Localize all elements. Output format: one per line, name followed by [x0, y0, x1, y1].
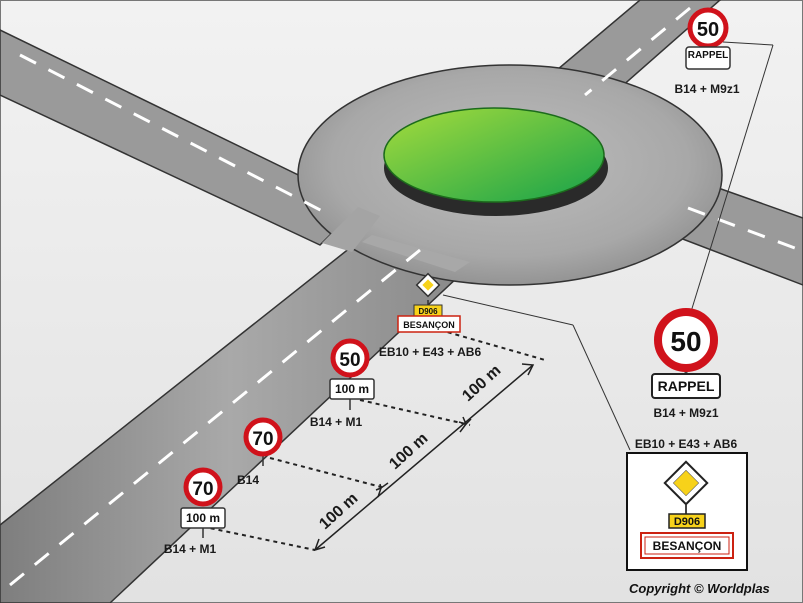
lane-markings: [9, 6, 801, 587]
sign-code-label: B14 + M9z1: [653, 406, 718, 420]
sign-code-label: B14 + M1: [164, 542, 217, 556]
speed-limit-icon: [330, 338, 370, 378]
enlarged-city-sign: EB10 + E43 + AB6 D906 BESANÇON: [626, 437, 748, 571]
road-upper-left: [0, 29, 362, 246]
sign-code-label: EB10 + E43 + AB6: [379, 345, 482, 359]
speed-limit-icon: [183, 467, 223, 507]
svg-text:70: 70: [252, 429, 273, 450]
svg-text:50: 50: [670, 326, 701, 357]
speed-50-sign: 50 100 m B14 + M1: [310, 338, 375, 429]
sign-code-label: B14: [237, 473, 259, 487]
copyright-text: Copyright © Worldplas: [629, 581, 770, 596]
svg-text:100 m: 100 m: [335, 382, 369, 396]
speed-70-sign: 70 B14: [237, 417, 283, 487]
town-name-plate: [397, 315, 461, 333]
speed-limit-icon: [243, 417, 283, 457]
svg-text:RAPPEL: RAPPEL: [688, 50, 729, 61]
svg-text:RAPPEL: RAPPEL: [658, 378, 715, 394]
svg-text:D906: D906: [418, 307, 438, 316]
svg-text:70: 70: [192, 479, 213, 500]
callout-lines: [442, 41, 774, 451]
central-island: [383, 107, 605, 203]
sign-code-label: EB10 + E43 + AB6: [635, 437, 738, 451]
dimension-line: [313, 363, 535, 552]
enlarged-rappel-sign: 50 RAPPEL B14 + M9z1: [651, 308, 721, 420]
distance-markers: [194, 329, 546, 551]
road-number-plate: [668, 513, 706, 529]
svg-text:BESANÇON: BESANÇON: [403, 320, 455, 330]
svg-text:BESANÇON: BESANÇON: [653, 539, 722, 553]
sign-code-label: B14 + M1: [310, 415, 363, 429]
sign-code-label: B14 + M9z1: [674, 82, 739, 96]
roundabout-speed-sign: 50 RAPPEL B14 + M9z1: [674, 7, 740, 96]
road-approach: [0, 239, 462, 603]
rappel-plate: [651, 373, 721, 399]
city-entry-sign: D906 BESANÇON EB10 + E43 + AB6: [379, 272, 482, 359]
speed-70-sign-with-plate: 70 100 m B14 + M1: [164, 467, 226, 556]
distance-plate: [329, 378, 375, 400]
svg-text:100 m: 100 m: [186, 511, 220, 525]
speed-limit-icon: [687, 7, 729, 49]
svg-text:50: 50: [697, 19, 719, 41]
svg-text:50: 50: [339, 350, 360, 371]
speed-limit-icon: [654, 308, 718, 372]
svg-text:D906: D906: [674, 516, 700, 528]
rappel-plate: [685, 46, 731, 70]
